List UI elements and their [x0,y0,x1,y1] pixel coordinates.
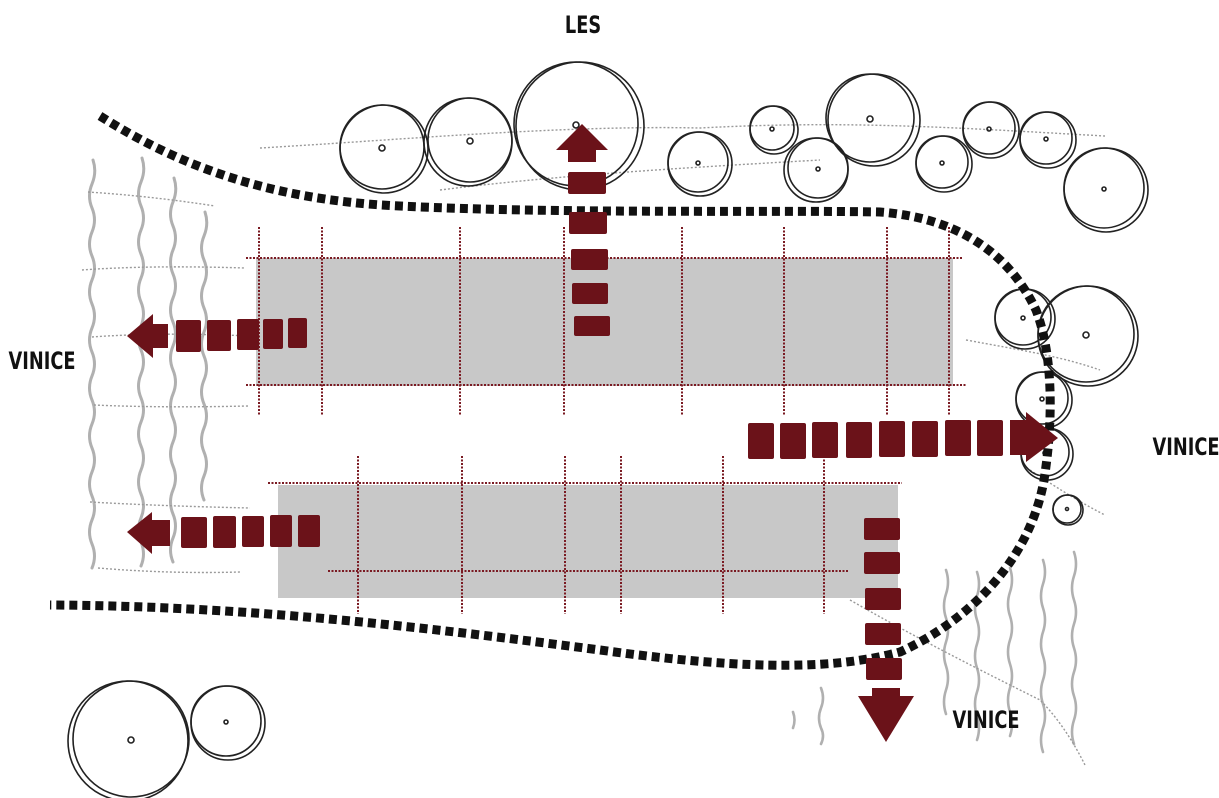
label-top: LES [565,10,601,38]
tree-icon [339,104,429,194]
tree-icon [423,97,513,187]
label-right: VINICE [1153,432,1219,460]
tree-icon [825,73,921,167]
vine-row [791,710,796,730]
vine-row [88,158,97,570]
vine-row [200,210,209,502]
tree-icon [1052,494,1084,526]
tree-icon [1015,371,1073,429]
tree-icon [667,131,733,197]
vine-row [1006,566,1014,738]
label-left: VINICE [9,346,76,374]
tree-icon [1037,285,1139,387]
trees [67,61,1149,798]
vine-row [169,176,178,564]
tree-icon [1019,111,1077,169]
vine-row [942,568,950,716]
tree-icon [749,105,799,155]
vine-row [817,686,825,746]
vineyard-rows-left [88,156,209,570]
arrow-icon [127,314,307,358]
labels: LES VINICE VINICE VINICE [9,10,1219,733]
tree-icon [962,101,1020,159]
site-boundary [49,112,1055,670]
tree-icon [513,61,645,191]
label-bottom: VINICE [953,705,1020,733]
tree-icon [190,685,266,761]
footpath [439,159,821,191]
tree-icon [994,288,1056,350]
vine-crossline [81,266,246,271]
arrow-icon [127,512,320,554]
tree-icon [915,135,973,193]
footpath [965,339,1101,371]
vine-crossline [97,567,241,574]
tree-icon [1063,147,1149,233]
tree-icon [67,680,190,798]
movement-arrows [127,124,1058,742]
vine-row [1070,550,1078,746]
building-lower [278,485,898,598]
arrow-icon [556,124,610,336]
boundary-top [49,112,1055,670]
vineyard-crosslines-left [81,191,251,574]
vine-row [1039,558,1047,754]
vine-crossline [87,191,216,207]
vine-crossline [89,501,251,509]
arrow-icon [748,412,1058,462]
arrow-icon [858,518,914,742]
footpath [259,123,1106,149]
vine-row [137,156,146,568]
tree-icon [783,137,849,203]
